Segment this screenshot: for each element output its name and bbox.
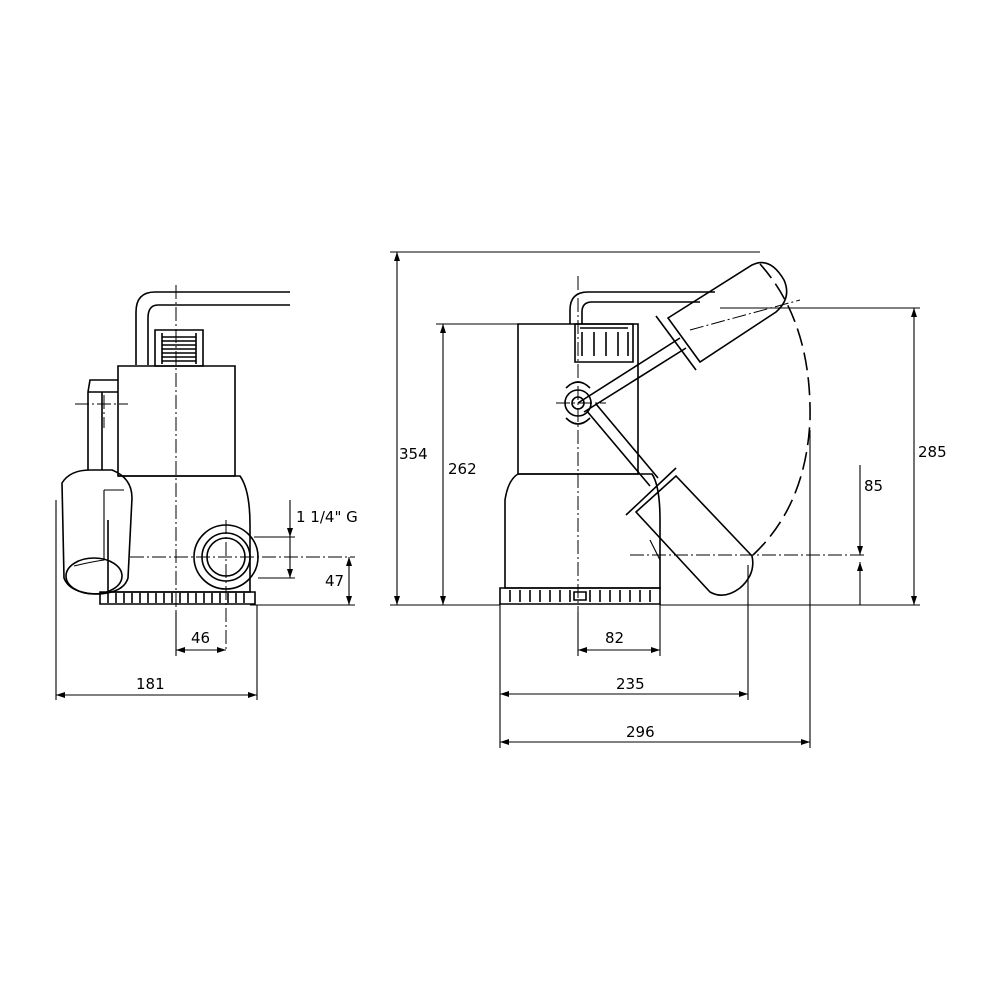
front-base-slots xyxy=(510,590,650,602)
side-cable-inner xyxy=(148,305,290,365)
float-swing-arc xyxy=(752,264,810,556)
dim-front-width: 235 xyxy=(500,565,748,748)
side-handle xyxy=(88,380,118,470)
side-pump-body xyxy=(108,476,250,592)
float-arm-up xyxy=(578,338,686,412)
label-base-offset: 82 xyxy=(605,629,624,647)
label-outlet-offset: 46 xyxy=(191,629,210,647)
dim-body-height: 262 xyxy=(436,324,518,605)
front-base xyxy=(500,588,660,604)
float-down-body xyxy=(636,476,753,595)
dim-thread: 1 1/4" G xyxy=(254,500,358,578)
dim-total-height: 354 xyxy=(390,252,760,605)
dim-outlet-height: 47 xyxy=(250,557,355,605)
side-cable xyxy=(136,292,290,365)
side-float-end xyxy=(66,558,122,594)
float-up-flange xyxy=(656,316,696,370)
dim-outlet-offset: 46 xyxy=(176,612,226,656)
float-up-body xyxy=(668,263,787,362)
front-view: 354 262 285 85 xyxy=(390,252,947,748)
side-float-inner xyxy=(74,490,124,566)
front-cable xyxy=(570,292,715,324)
float-down-flange xyxy=(626,468,676,515)
front-label-window xyxy=(575,324,633,362)
label-swing-width: 296 xyxy=(626,723,655,741)
dim-base-offset: 82 xyxy=(578,604,660,656)
dim-float-low: 85 xyxy=(857,465,883,605)
label-outlet-height: 47 xyxy=(325,572,344,590)
dim-side-width: 181 xyxy=(56,500,257,700)
side-view: 1 1/4" G 47 46 181 xyxy=(56,285,358,700)
label-float-high: 285 xyxy=(918,443,947,461)
side-base-slots xyxy=(108,593,244,603)
side-base xyxy=(100,592,255,604)
label-body-height: 262 xyxy=(448,460,477,478)
dim-float-high: 285 xyxy=(660,308,947,605)
side-gland-ribs xyxy=(162,333,196,364)
label-float-low: 85 xyxy=(864,477,883,495)
dim-swing-width: 296 xyxy=(500,430,810,748)
label-total-height: 354 xyxy=(399,445,428,463)
label-front-width: 235 xyxy=(616,675,645,693)
front-pump-body xyxy=(505,474,660,588)
label-thread: 1 1/4" G xyxy=(296,508,358,526)
front-cable-inner xyxy=(582,302,700,324)
float-arm-down xyxy=(586,404,658,486)
label-side-width: 181 xyxy=(136,675,165,693)
front-window-ribs xyxy=(580,328,628,356)
